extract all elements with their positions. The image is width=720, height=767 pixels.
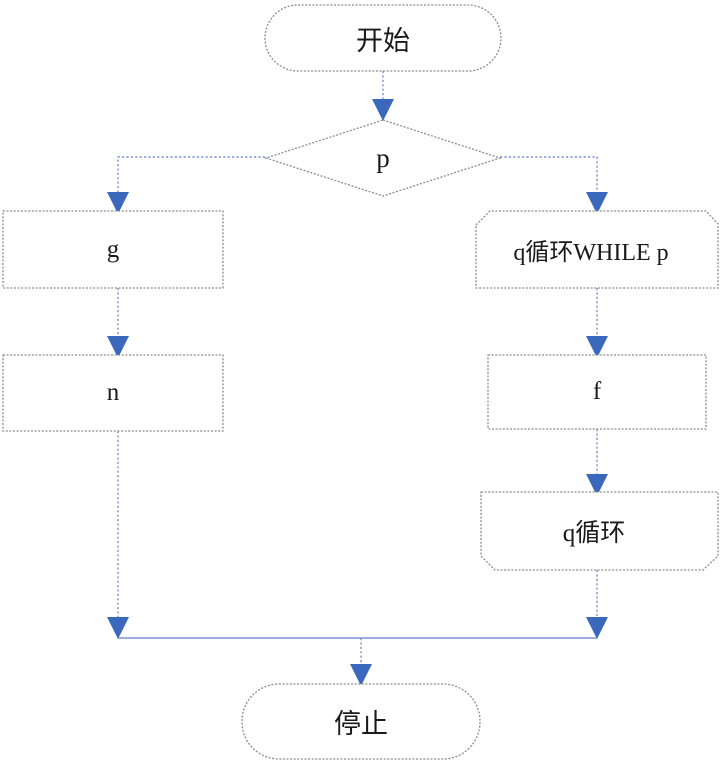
arrowhead-into-loop-start [586, 192, 608, 214]
arrowhead-right-into-merge [586, 617, 608, 639]
node-f-shape[interactable] [487, 354, 707, 430]
arrowhead-into-f [586, 336, 608, 358]
node-start-shape[interactable] [264, 4, 502, 72]
node-loop-start-shape[interactable] [475, 210, 719, 289]
arrowhead-left-into-merge [107, 617, 129, 639]
node-loop-end-shape[interactable] [480, 491, 719, 571]
arrowhead-into-n [107, 336, 129, 358]
arrowhead-into-decision [372, 99, 394, 121]
node-decision-shape[interactable] [263, 119, 503, 197]
arrowhead-into-stop [350, 664, 372, 686]
arrowhead-into-loop-end [586, 474, 608, 496]
edge-decision-to-loop-start [500, 156, 598, 194]
edge-decision-to-g [117, 156, 265, 194]
node-g-shape[interactable] [2, 210, 224, 289]
node-stop-shape[interactable] [241, 683, 481, 760]
node-n-shape[interactable] [2, 354, 224, 432]
arrowhead-into-g [107, 192, 129, 214]
